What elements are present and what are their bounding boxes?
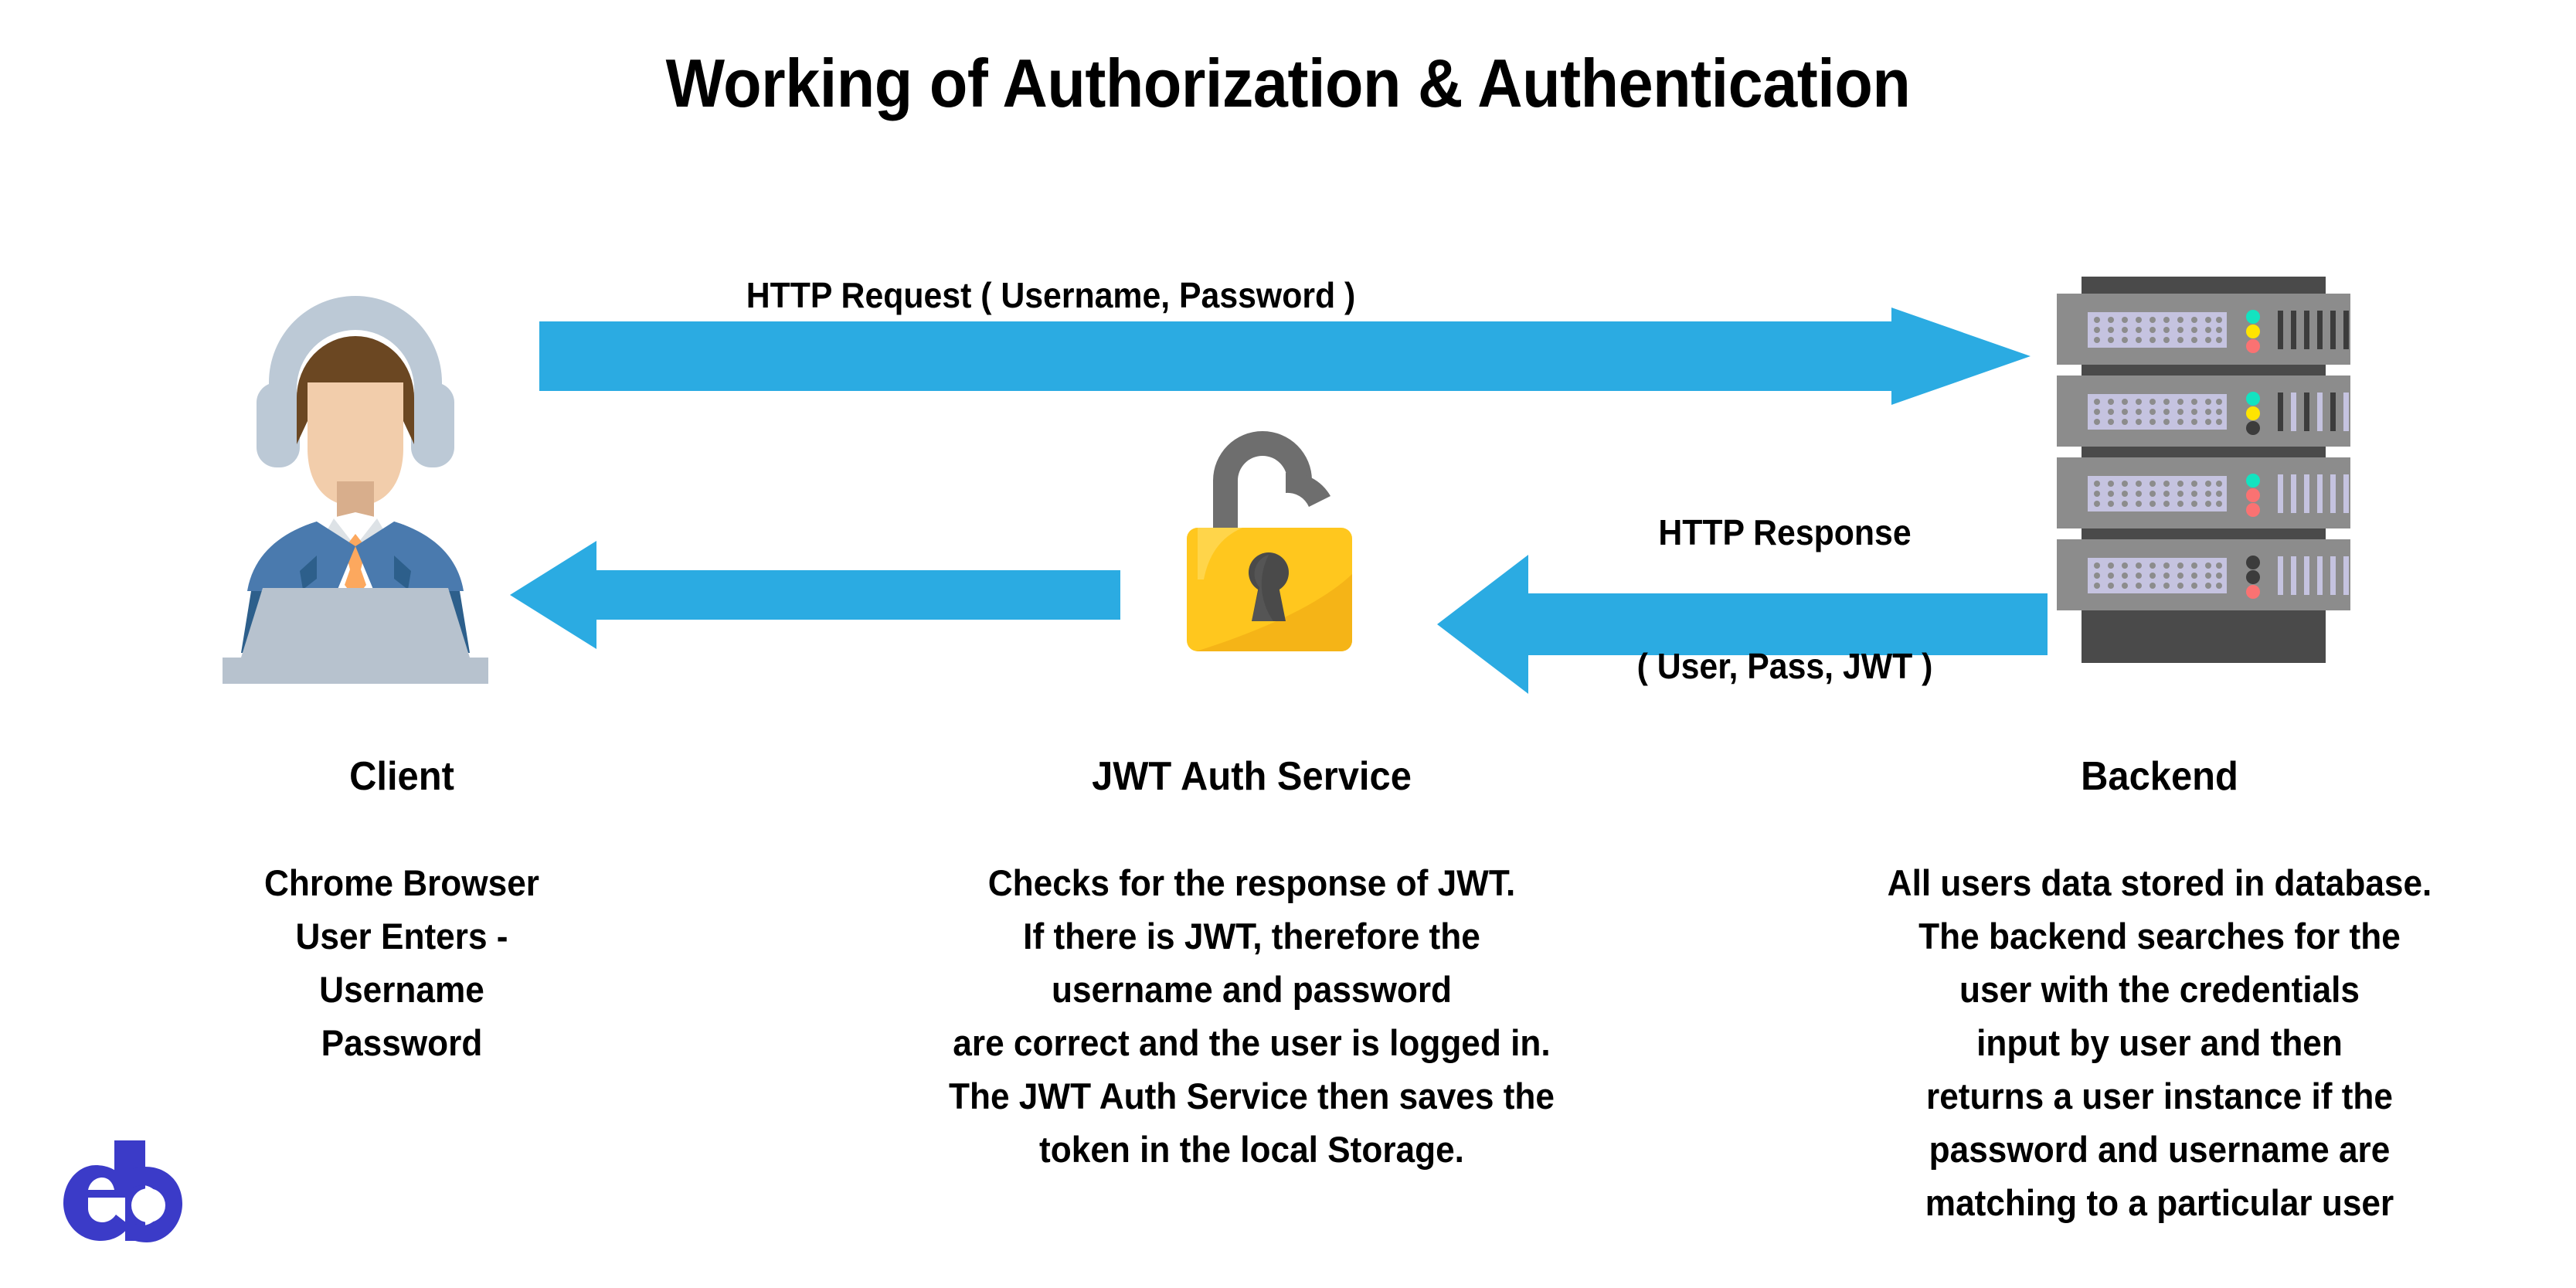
jwt-line: token in the local Storage.: [1039, 1129, 1464, 1170]
backend-line: user with the credentials: [1959, 969, 2360, 1010]
jwt-line: The JWT Auth Service then saves the: [948, 1076, 1555, 1116]
http-response-arrow: [1437, 555, 2048, 694]
backend-server-rack-icon: [2049, 277, 2358, 667]
column-body-backend: All users data stored in database. The b…: [1764, 856, 2556, 1229]
column-heading-client: Client: [349, 754, 454, 799]
client-person-icon: [201, 267, 510, 688]
client-line: Password: [321, 1022, 483, 1063]
http-request-arrow: [539, 308, 2031, 408]
jwt-line: username and password: [1051, 969, 1453, 1010]
backend-line: input by user and then: [1976, 1022, 2343, 1063]
jwt-line: are correct and the user is logged in.: [953, 1022, 1551, 1063]
page-title: Working of Authorization & Authenticatio…: [665, 45, 1911, 121]
column-heading-jwt-auth-service: JWT Auth Service: [1092, 754, 1412, 799]
column-body-jwt-auth-service: Checks for the response of JWT. If there…: [831, 856, 1673, 1176]
backend-line: matching to a particular user: [1925, 1182, 2394, 1223]
backend-line: returns a user instance if the: [1925, 1076, 2393, 1116]
client-line: Username: [319, 969, 484, 1010]
client-line: Chrome Browser: [264, 862, 539, 903]
backend-line: The backend searches for the: [1918, 916, 2401, 957]
jwt-line: If there is JWT, therefore the: [1023, 916, 1480, 957]
column-heading-backend: Backend: [2081, 754, 2238, 799]
column-body-client: Chrome Browser User Enters - Username Pa…: [126, 856, 678, 1069]
http-response-label: HTTP Response: [1658, 512, 1912, 552]
http-request-label: HTTP Request ( Username, Password ): [746, 275, 1356, 315]
jwt-line: Checks for the response of JWT.: [987, 862, 1516, 903]
http-response-payload-label: ( User, Pass, JWT ): [1636, 646, 1933, 686]
eb-logo-icon: [56, 1134, 187, 1254]
backend-line: password and username are: [1929, 1129, 2391, 1170]
open-padlock-icon: [1165, 416, 1374, 667]
jwt-to-client-arrow: [510, 541, 1120, 649]
client-line: User Enters -: [295, 916, 508, 957]
backend-line: All users data stored in database.: [1887, 862, 2432, 903]
